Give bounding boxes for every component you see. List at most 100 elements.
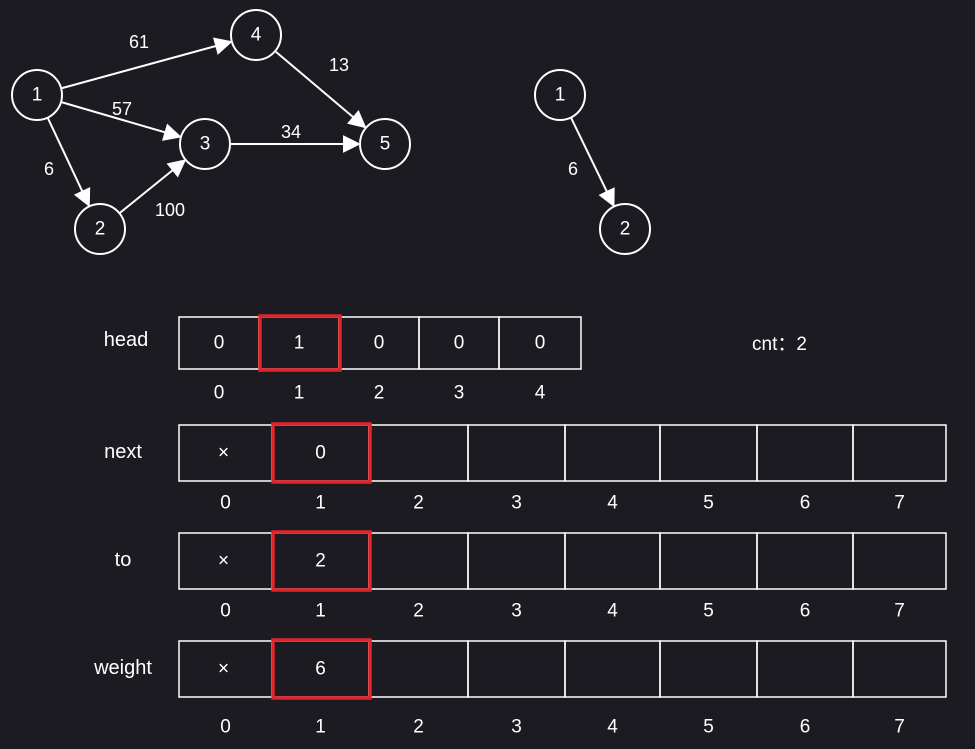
array-cell [467, 424, 566, 482]
array-index-label: 3 [454, 383, 465, 404]
array-index-label: 5 [703, 493, 714, 514]
array-cell [852, 424, 947, 482]
array-cell [659, 532, 758, 590]
array-next: next × 0 0 1 2 3 4 5 6 7 [104, 422, 947, 514]
left_graph-edge-n4-n5 [274, 50, 367, 129]
array-index-label: 3 [511, 601, 522, 622]
array-cell-value: 0 [315, 443, 326, 464]
array-index-label: 4 [607, 717, 618, 738]
array-cell [498, 316, 582, 370]
array-cell-value: × [218, 443, 229, 464]
right_graph-edge-weight: 6 [568, 159, 578, 179]
left_graph-node-label: 2 [95, 219, 106, 240]
array-cell [368, 424, 469, 482]
array-cell [852, 532, 947, 590]
left_graph-node-label: 3 [200, 134, 211, 155]
array-index-label: 2 [413, 717, 424, 738]
array-cell [756, 640, 854, 698]
array-index-label: 7 [894, 601, 905, 622]
highlight-box [271, 530, 372, 592]
array-index-label: 3 [511, 493, 522, 514]
array-cell-value: 6 [315, 659, 326, 680]
left-graph: 61 57 6 13 34 100 1 4 3 5 2 [11, 9, 411, 255]
array-name-label: to [115, 549, 132, 571]
array-name-label: next [104, 441, 142, 463]
array-index-label: 1 [315, 493, 326, 514]
array-cell [659, 424, 758, 482]
highlight-box [258, 314, 342, 372]
array-name-label: weight [93, 657, 152, 679]
left_graph-edge-weight: 100 [155, 200, 185, 220]
left_graph-edge-n2-n3 [118, 159, 187, 215]
array-index-label: 6 [800, 717, 811, 738]
array-index-label: 4 [607, 601, 618, 622]
array-index-label: 2 [413, 493, 424, 514]
left_graph-node-circle [359, 118, 411, 170]
array-index-label: 0 [214, 383, 225, 404]
array-index-label: 5 [703, 717, 714, 738]
array-index-label: 7 [894, 493, 905, 514]
array-cell-value: 2 [315, 551, 326, 572]
array-cell-value: × [218, 659, 229, 680]
array-cell-value: 0 [214, 333, 225, 354]
array-cell [564, 532, 661, 590]
array-cell [564, 424, 661, 482]
array-cell-value: 1 [294, 333, 305, 354]
array-cell [467, 532, 566, 590]
left_graph-edge-weight: 57 [112, 99, 132, 119]
right_graph-edge-m1-m2 [570, 117, 615, 208]
cnt-label: cnt：2 [752, 334, 807, 355]
right_graph-node-circle [599, 203, 651, 255]
array-index-label: 1 [315, 717, 326, 738]
array-index-label: 4 [607, 493, 618, 514]
array-index-label: 6 [800, 601, 811, 622]
array-index-label: 2 [413, 601, 424, 622]
array-index-label: 0 [220, 493, 231, 514]
left_graph-node-circle [74, 203, 126, 255]
right_graph-node-circle [534, 69, 586, 121]
right_graph-node-label: 1 [555, 85, 566, 106]
array-cell [564, 640, 661, 698]
array-index-label: 4 [535, 383, 546, 404]
left_graph-edge-weight: 34 [281, 122, 301, 142]
left_graph-edge-weight: 61 [129, 32, 149, 52]
array-index-label: 6 [800, 493, 811, 514]
array-cell-value: 0 [374, 333, 385, 354]
left_graph-node-circle [179, 118, 231, 170]
left_graph-node-label: 5 [380, 134, 391, 155]
left_graph-node-label: 1 [32, 85, 43, 106]
array-index-label: 3 [511, 717, 522, 738]
left_graph-edge-n1-n4 [60, 37, 233, 90]
array-cell [756, 424, 854, 482]
left_graph-node-label: 4 [251, 25, 262, 46]
left_graph-edge-weight: 13 [329, 55, 349, 75]
array-index-label: 7 [894, 717, 905, 738]
highlight-box [271, 638, 372, 700]
left_graph-node-circle [11, 69, 63, 121]
array-index-label: 1 [294, 383, 305, 404]
array-to: to × 0 2 1 2 3 4 5 6 7 [115, 530, 947, 622]
right_graph-node-label: 2 [620, 219, 631, 240]
array-index-label: 0 [220, 717, 231, 738]
array-cell-value: × [218, 551, 229, 572]
array-index-label: 5 [703, 601, 714, 622]
array-index-label: 0 [220, 601, 231, 622]
right-graph: 6 1 2 [534, 69, 651, 255]
array-index-label: 1 [315, 601, 326, 622]
left_graph-edge-weight: 6 [44, 159, 54, 179]
array-cell [368, 640, 469, 698]
left_graph-edge-n1-n2 [46, 117, 91, 208]
array-name-label: head [104, 329, 149, 351]
array-cell-value: 0 [454, 333, 465, 354]
array-cell [368, 532, 469, 590]
array-index-label: 2 [374, 383, 385, 404]
array-cell [852, 640, 947, 698]
array-cell [659, 640, 758, 698]
highlight-box [271, 422, 372, 484]
array-cell [467, 640, 566, 698]
left_graph-node-circle [230, 9, 282, 61]
left_graph-edge-n1-n3 [60, 101, 182, 141]
